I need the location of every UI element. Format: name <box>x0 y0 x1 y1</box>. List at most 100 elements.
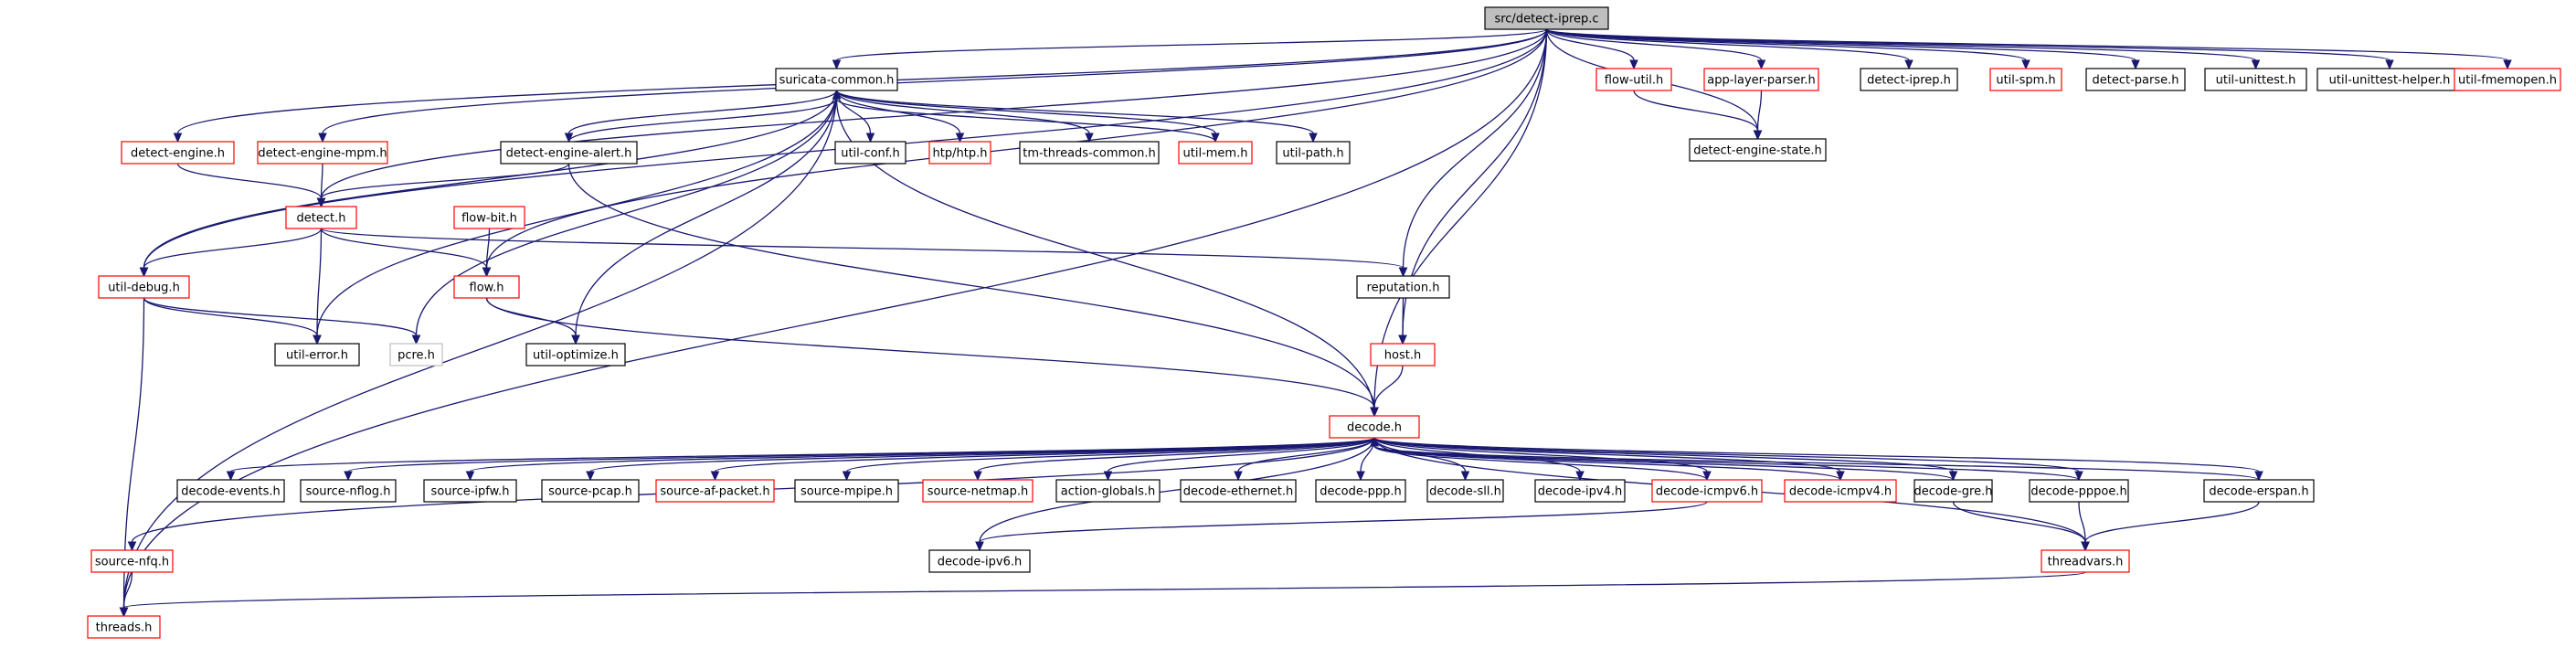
edge-arrowhead <box>1085 133 1094 143</box>
node-util-conf-h[interactable]: util-conf.h <box>834 141 906 165</box>
edge-arrowhead <box>2131 59 2140 70</box>
node-util-optimize-h[interactable]: util-optimize.h <box>525 343 626 366</box>
node-flow-bit-h[interactable]: flow-bit.h <box>453 206 525 229</box>
node-src-detect-iprep-c[interactable]: src/detect-iprep.c <box>1484 6 1609 30</box>
node-source-ipfw-h[interactable]: source-ipfw.h <box>423 479 517 503</box>
node-label: detect-engine-alert.h <box>506 147 632 161</box>
node-decode-h[interactable]: decode.h <box>1329 415 1420 439</box>
node-util-unittest-h[interactable]: util-unittest.h <box>2204 68 2307 91</box>
node-label: source-ipfw.h <box>431 485 510 499</box>
edge-suricata-common-h-to-util-mem-h <box>835 90 1220 143</box>
node-label: source-netmap.h <box>928 485 1028 499</box>
node-decode-pppoe-h[interactable]: decode-pppoe.h <box>2029 479 2129 503</box>
edge-arrowhead <box>316 197 326 208</box>
node-decode-ipv6-h[interactable]: decode-ipv6.h <box>928 549 1031 573</box>
edge-arrowhead <box>1904 59 1913 70</box>
node-util-path-h[interactable]: util-path.h <box>1276 141 1351 165</box>
node-label: flow.h <box>470 282 504 295</box>
node-box <box>1426 479 1504 503</box>
node-flow-util-h[interactable]: flow-util.h <box>1595 68 1672 91</box>
node-box <box>1180 479 1297 503</box>
node-box <box>1784 479 1897 503</box>
node-pcre-h[interactable]: pcre.h <box>389 343 443 366</box>
edge-arrowhead <box>973 471 982 482</box>
node-reputation-h[interactable]: reputation.h <box>1356 275 1450 299</box>
node-threadvars-h[interactable]: threadvars.h <box>2041 549 2130 573</box>
node-box <box>775 68 898 91</box>
node-detect-engine-state-h[interactable]: detect-engine-state.h <box>1689 138 1827 162</box>
node-util-error-h[interactable]: util-error.h <box>274 343 360 366</box>
node-detect-engine-mpm-h[interactable]: detect-engine-mpm.h <box>257 141 388 165</box>
edge-flow-util-h-to-detect-engine-state-h <box>1633 90 1763 141</box>
node-suricata-common-h[interactable]: suricata-common.h <box>775 68 898 91</box>
edge-arrowhead <box>1211 133 1220 143</box>
node-decode-events-h[interactable]: decode-events.h <box>176 479 285 503</box>
node-decode-ppp-h[interactable]: decode-ppp.h <box>1315 479 1406 503</box>
edge-src-detect-iprep-c-to-reputation-h <box>1398 28 1548 278</box>
node-decode-sll-h[interactable]: decode-sll.h <box>1426 479 1504 503</box>
node-box <box>1860 68 1958 91</box>
node-box <box>389 343 443 366</box>
node-detect-engine-h[interactable]: detect-engine.h <box>121 141 235 165</box>
node-source-nfq-h[interactable]: source-nfq.h <box>90 549 174 573</box>
node-decode-erspan-h[interactable]: decode-erspan.h <box>2203 479 2315 503</box>
node-detect-iprep-h[interactable]: detect-iprep.h <box>1860 68 1958 91</box>
edge-arrowhead <box>226 471 236 482</box>
edge-arrowhead <box>173 133 183 143</box>
node-app-layer-parser-h[interactable]: app-layer-parser.h <box>1703 68 1819 91</box>
edge-arrowhead <box>1460 471 1470 482</box>
node-util-unittest-helper-h[interactable]: util-unittest-helper.h <box>2316 68 2463 91</box>
edge-suricata-common-h-to-tm-threads-common-h <box>835 90 1094 143</box>
node-label: decode-icmpv6.h <box>1656 485 1758 499</box>
node-label: detect.h <box>297 212 346 226</box>
node-decode-icmpv4-h[interactable]: decode-icmpv4.h <box>1784 479 1897 503</box>
node-label: util-unittest-helper.h <box>2329 74 2451 88</box>
node-source-pcap-h[interactable]: source-pcap.h <box>541 479 640 503</box>
node-detect-engine-alert-h[interactable]: detect-engine-alert.h <box>500 141 638 165</box>
graph-nodes: src/detect-iprep.c suricata-common.h flow-… <box>87 6 2561 639</box>
edge-host-h-to-decode-h <box>1370 365 1404 418</box>
node-tm-threads-common-h[interactable]: tm-threads-common.h <box>1019 141 1160 165</box>
node-box <box>423 479 517 503</box>
node-label: decode-gre.h <box>1914 485 1993 499</box>
node-util-debug-h[interactable]: util-debug.h <box>98 275 190 299</box>
node-util-spm-h[interactable]: util-spm.h <box>1989 68 2062 91</box>
node-util-mem-h[interactable]: util-mem.h <box>1178 141 1253 165</box>
node-detect-parse-h[interactable]: detect-parse.h <box>2085 68 2186 91</box>
node-source-af-packet-h[interactable]: source-af-packet.h <box>655 479 775 503</box>
node-box <box>1595 68 1672 91</box>
node-threads-h[interactable]: threads.h <box>87 615 161 639</box>
edge-arrowhead <box>975 541 984 552</box>
node-box <box>922 479 1034 503</box>
edge-flow-bit-h-to-flow-h <box>482 228 492 278</box>
edge-arrowhead <box>119 607 129 618</box>
node-source-mpipe-h[interactable]: source-mpipe.h <box>794 479 899 503</box>
node-host-h[interactable]: host.h <box>1370 343 1436 366</box>
edge-arrowhead <box>2385 59 2394 70</box>
edge-src-detect-iprep-c-to-detect-iprep-h <box>1545 28 1913 70</box>
node-box <box>87 615 161 639</box>
node-box <box>1651 479 1763 503</box>
node-source-netmap-h[interactable]: source-netmap.h <box>922 479 1034 503</box>
edge-decode-h-to-decode-erspan-h <box>1373 437 2263 482</box>
node-detect-h[interactable]: detect.h <box>285 206 357 229</box>
node-decode-ethernet-h[interactable]: decode-ethernet.h <box>1180 479 1297 503</box>
node-util-fmemopen-h[interactable]: util-fmemopen.h <box>2454 68 2561 91</box>
node-box <box>928 141 991 165</box>
node-decode-icmpv6-h[interactable]: decode-icmpv6.h <box>1651 479 1763 503</box>
node-decode-gre-h[interactable]: decode-gre.h <box>1913 479 1993 503</box>
node-label: htp/htp.h <box>933 147 988 161</box>
node-flow-h[interactable]: flow.h <box>453 275 520 299</box>
node-label: util-unittest.h <box>2216 74 2296 88</box>
node-decode-ipv4-h[interactable]: decode-ipv4.h <box>1534 479 1626 503</box>
node-box <box>2203 479 2315 503</box>
node-box <box>90 549 174 573</box>
node-label: detect-engine-mpm.h <box>258 147 387 161</box>
edge-arrowhead <box>1398 335 1407 345</box>
node-source-nflog-h[interactable]: source-nflog.h <box>300 479 397 503</box>
node-label: detect-engine.h <box>131 147 225 161</box>
node-box <box>1276 141 1351 165</box>
node-htp-htp-h[interactable]: htp/htp.h <box>928 141 991 165</box>
node-action-globals-h[interactable]: action-globals.h <box>1055 479 1161 503</box>
edge-suricata-common-h-to-detect-engine-alert-h <box>564 90 838 143</box>
